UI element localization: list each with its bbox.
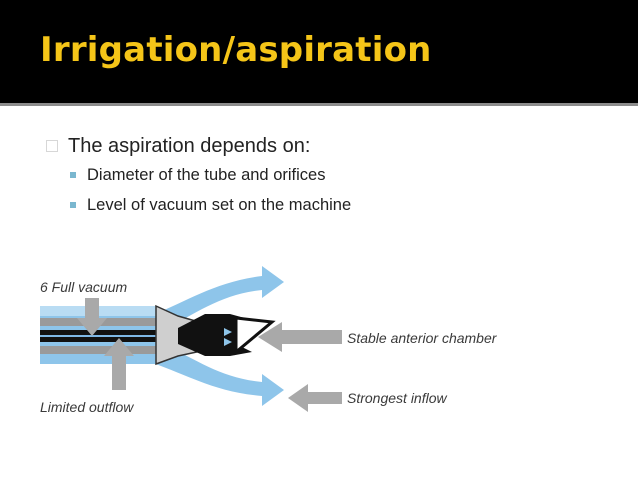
lower-flow-arrow xyxy=(150,342,284,406)
strongest-inflow-left-arrow xyxy=(288,384,342,412)
subbullet-text: Diameter of the tube and orifices xyxy=(87,165,326,184)
stable-chamber-left-arrow xyxy=(258,322,342,352)
subbullet-text: Level of vacuum set on the machine xyxy=(87,195,352,214)
needle-tip xyxy=(178,314,252,356)
bevel-opening xyxy=(234,316,276,356)
bullet-box-icon xyxy=(46,140,58,152)
subbullet-item: Diameter of the tube and orifices xyxy=(70,160,351,190)
upper-flow-arrow xyxy=(150,266,284,332)
label-full-vacuum: 6 Full vacuum xyxy=(40,279,127,295)
aspiration-small-arrows xyxy=(224,328,232,346)
slide-title: Irrigation/aspiration xyxy=(40,30,432,70)
label-limited-outflow: Limited outflow xyxy=(40,399,134,415)
bullet-item: The aspiration depends on: xyxy=(46,132,351,160)
limited-outflow-up-arrow xyxy=(104,338,134,390)
bullet-text: The aspiration depends on: xyxy=(68,134,311,157)
subbullet-square-icon xyxy=(70,202,76,208)
bullet-list: The aspiration depends on: Diameter of t… xyxy=(46,132,351,220)
label-strongest-inflow: Strongest inflow xyxy=(347,390,447,406)
handpiece-gray-band-bottom xyxy=(40,346,158,354)
subbullet-square-icon xyxy=(70,172,76,178)
title-bar: Irrigation/aspiration xyxy=(0,0,638,103)
title-divider xyxy=(0,103,638,106)
label-stable-chamber: Stable anterior chamber xyxy=(347,330,498,346)
subbullet-item: Level of vacuum set on the machine xyxy=(70,190,351,220)
full-vacuum-down-arrow xyxy=(77,298,107,336)
